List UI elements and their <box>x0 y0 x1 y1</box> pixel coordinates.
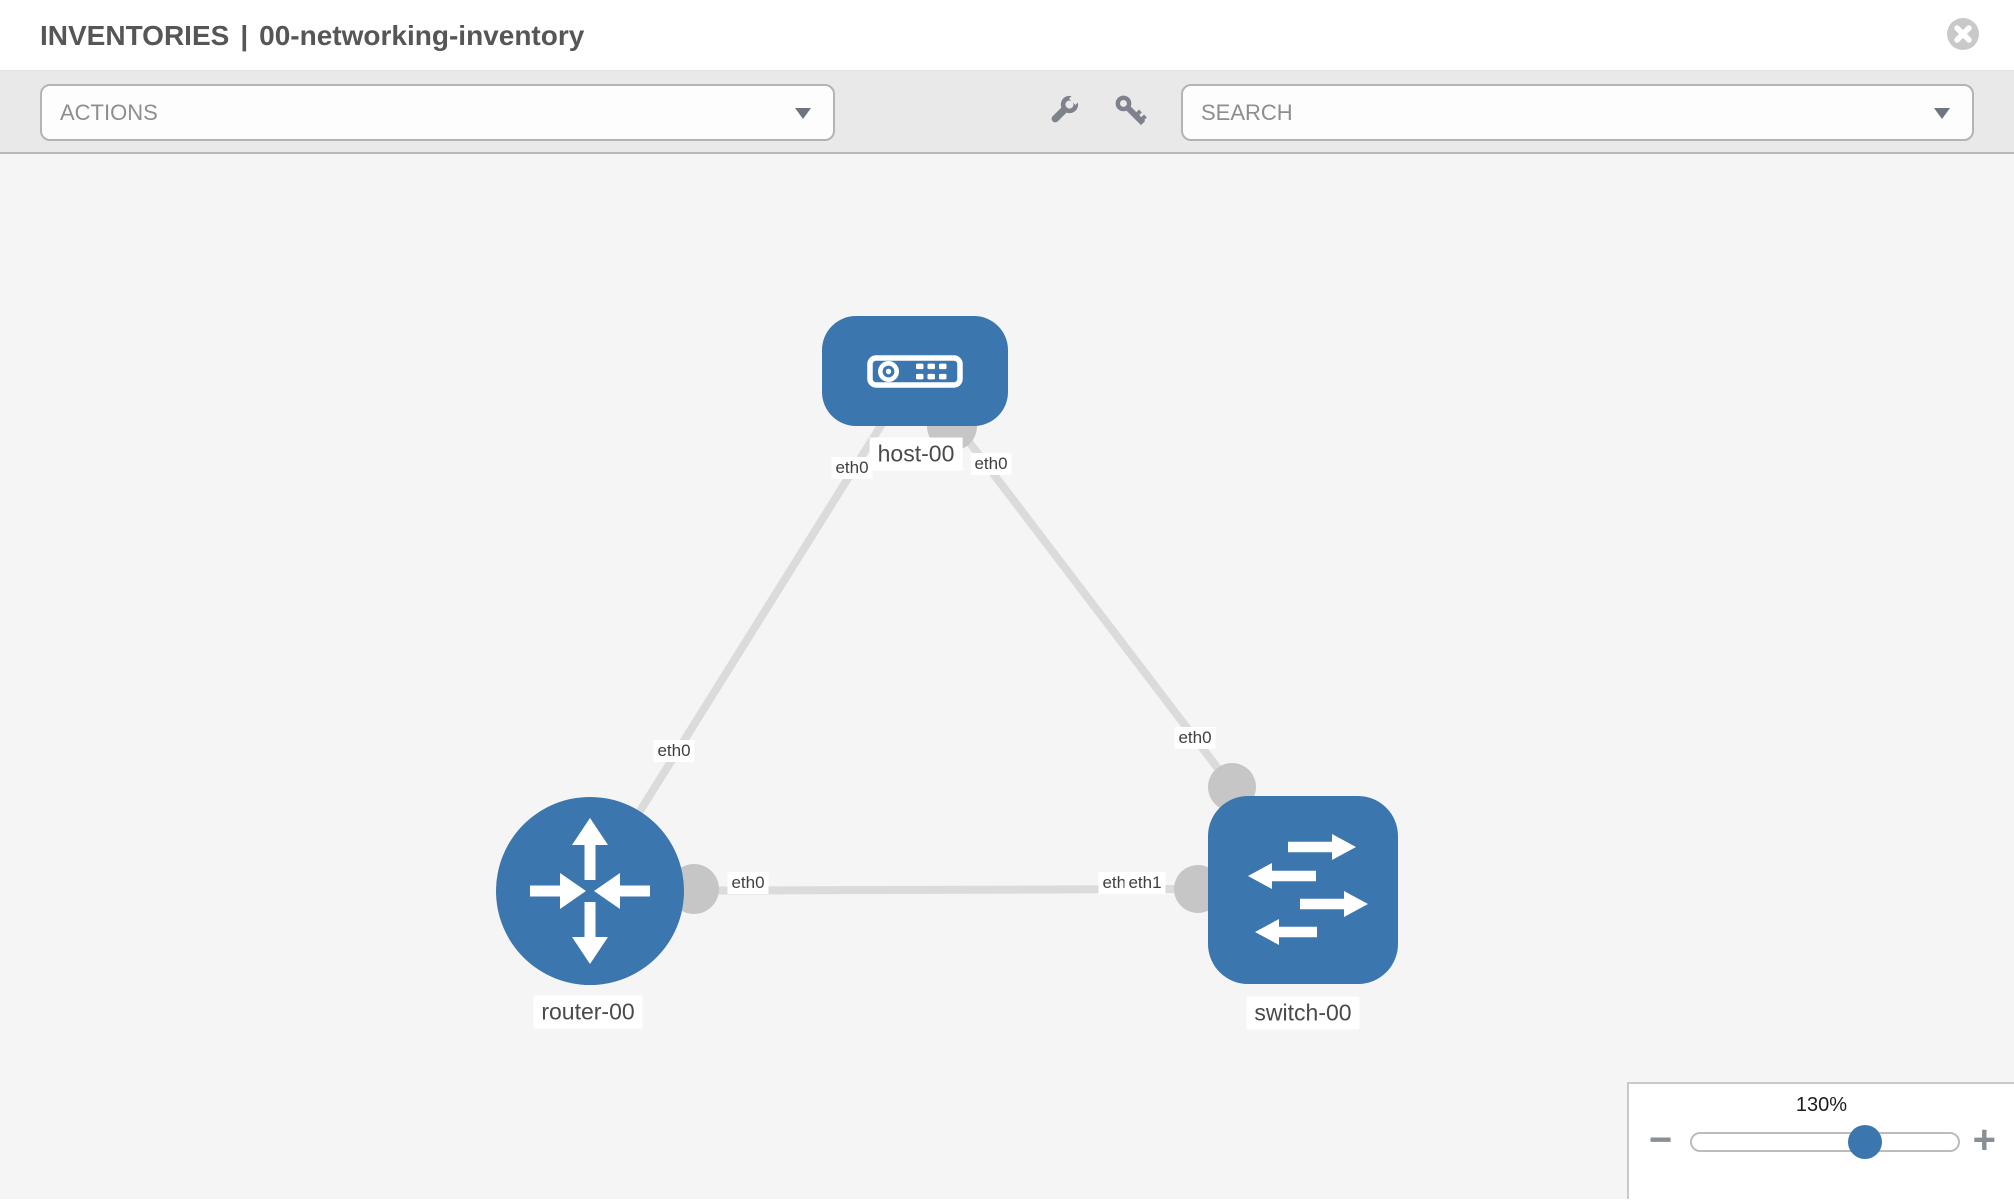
chevron-down-icon <box>1934 107 1950 119</box>
iface-label-router-eth0-up: eth0 <box>653 740 695 762</box>
node-label-host: host-00 <box>869 437 963 471</box>
iface-label-switch-eth1: eth1 <box>1124 872 1166 894</box>
page-title: INVENTORIES | 00-networking-inventory <box>40 0 584 71</box>
zoom-level: 130% <box>1795 1094 1848 1116</box>
legend-key-button[interactable] <box>1110 91 1150 131</box>
iface-label-switch-eth0-top: eth0 <box>1174 727 1216 749</box>
node-host-00[interactable] <box>822 316 1008 426</box>
zoom-control-panel: 130% − + <box>1627 1082 2014 1199</box>
breadcrumb-section: INVENTORIES <box>40 20 230 51</box>
node-label-switch: switch-00 <box>1246 996 1360 1030</box>
toolbar: ACTIONS SEARCH <box>0 71 2014 154</box>
links-layer <box>586 368 1256 914</box>
zoom-slider-track[interactable] <box>1690 1125 1960 1159</box>
title-separator: | <box>240 20 249 51</box>
titlebar: INVENTORIES | 00-networking-inventory <box>0 0 2014 71</box>
router-icon <box>530 818 650 964</box>
zoom-slider-handle[interactable] <box>1848 1125 1882 1159</box>
zoom-out-button[interactable]: − <box>1649 1118 1673 1162</box>
iface-label-router-eth0-right: eth0 <box>727 872 769 894</box>
search-label: SEARCH <box>1201 99 1293 125</box>
zoom-in-button[interactable]: + <box>1972 1118 1996 1162</box>
node-switch-00[interactable] <box>1208 796 1398 984</box>
switch-icon <box>1248 834 1368 945</box>
key-icon <box>1115 95 1147 126</box>
configure-button[interactable] <box>1044 91 1084 131</box>
actions-dropdown[interactable]: ACTIONS <box>40 84 835 141</box>
host-icon <box>867 354 963 388</box>
close-icon <box>1947 17 1979 50</box>
iface-label-host-eth0-left: eth0 <box>831 457 873 479</box>
inventory-name: 00-networking-inventory <box>259 20 585 51</box>
iface-label-host-eth0-right: eth0 <box>970 453 1012 475</box>
close-button[interactable] <box>1944 16 1982 54</box>
topology-canvas[interactable]: host-00 router-00 switch-00 eth0 eth0 et… <box>0 154 2014 1199</box>
search-dropdown[interactable]: SEARCH <box>1181 84 1974 141</box>
actions-label: ACTIONS <box>60 99 158 125</box>
node-router-00[interactable] <box>496 797 684 985</box>
chevron-down-icon <box>795 107 811 119</box>
node-label-router: router-00 <box>533 995 643 1029</box>
wrench-icon <box>1051 92 1082 123</box>
